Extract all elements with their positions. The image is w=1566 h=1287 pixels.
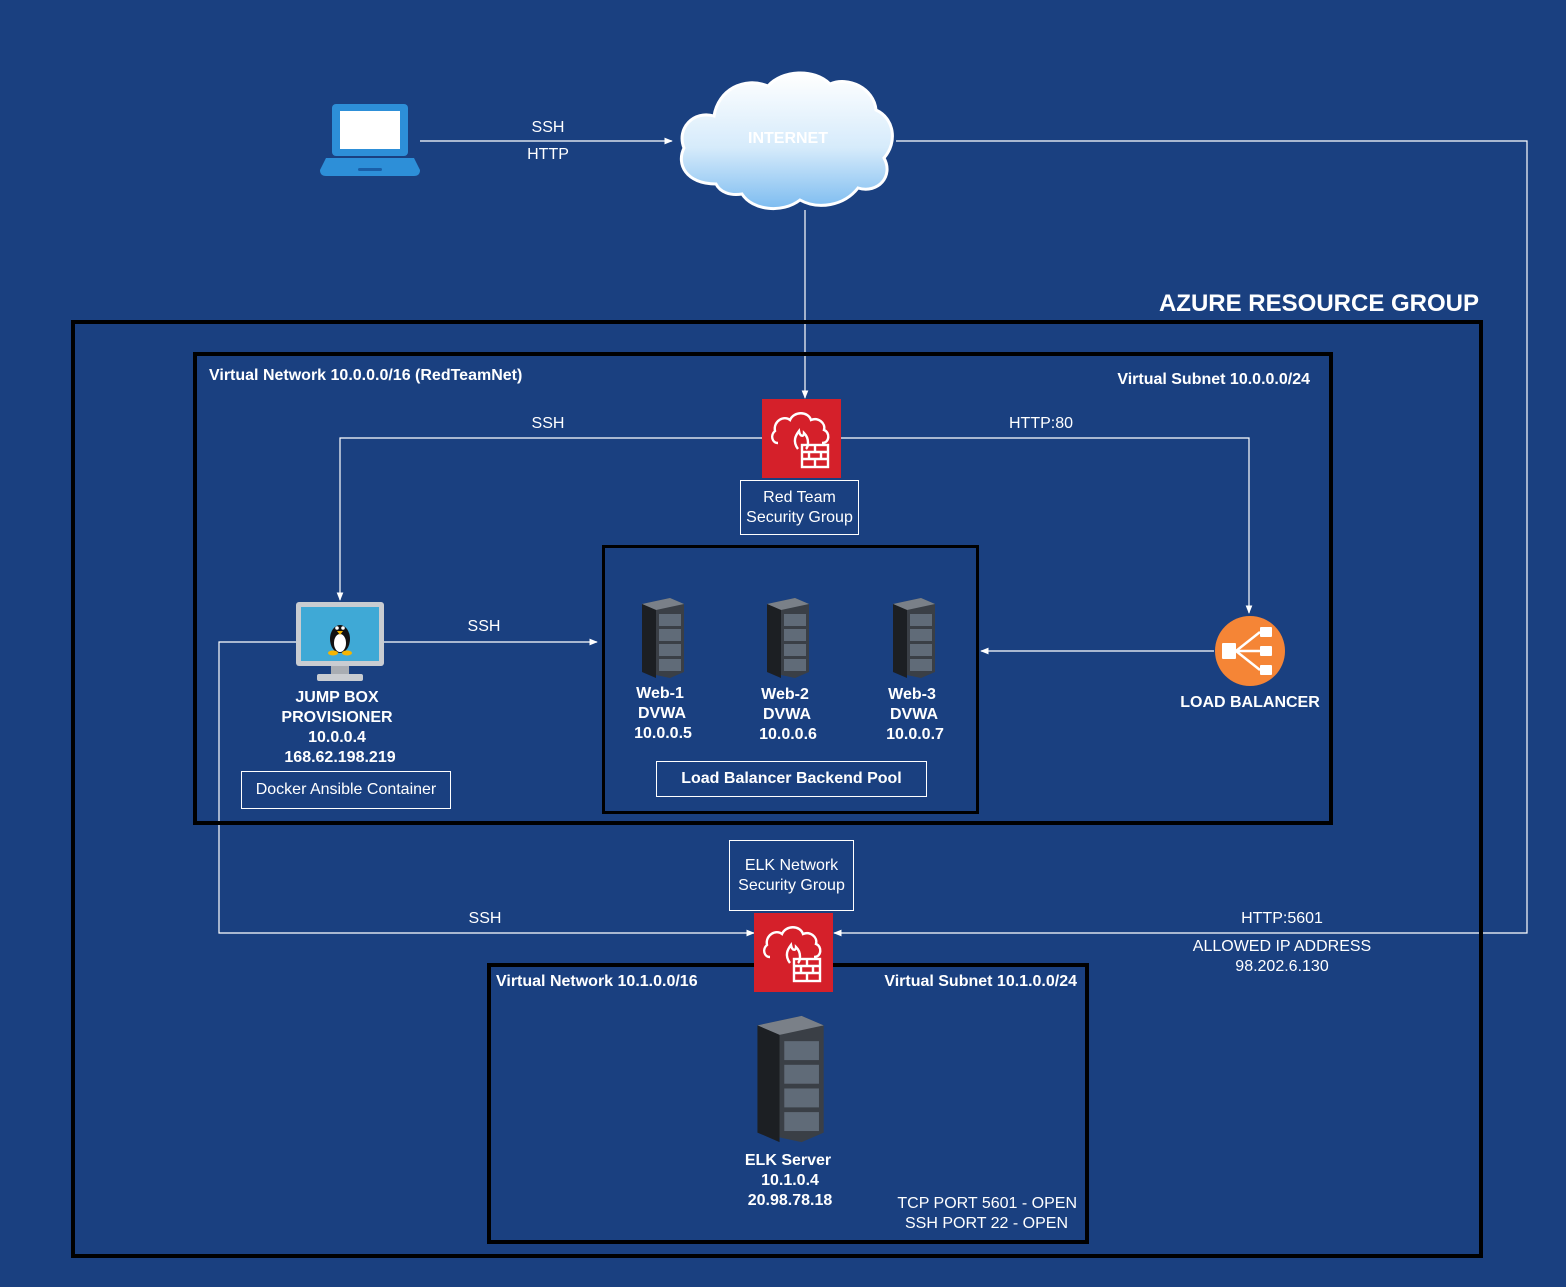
laptop-icon [320,104,420,176]
allowed-ip-line-1: ALLOWED IP ADDRESS [1192,938,1372,955]
docker-ansible-container-label: Docker Ansible Container [255,781,437,798]
server-rack-icon [757,1015,824,1143]
backend-pool-frame [602,545,979,814]
jump-box-line-2: PROVISIONER [281,709,393,726]
jump-box-line-3: 10.0.0.4 [308,729,366,746]
jumpbox-to-elk-line [218,641,755,937]
vnet1-http-label: HTTP:80 [1008,415,1074,432]
elk-server-line-2: 10.1.0.4 [761,1172,819,1189]
azure-resource-group-frame [71,320,1483,1258]
jumpbox-ssh-label: SSH [467,618,501,635]
backend-pool-label-box: Load Balancer Backend Pool [656,761,927,797]
load-balancer-icon [1215,616,1285,686]
server-rack-icon [893,598,935,678]
vnet1-subnet-label: Virtual Subnet 10.0.0.0/24 [1117,371,1310,388]
red-team-nsg-line-2: Security Group [746,508,853,526]
red-team-nsg-box: Red Team Security Group [740,480,859,535]
elk-server-line-1: ELK Server [744,1152,832,1169]
jump-box-line-1: JUMP BOX [295,689,379,706]
cloud-icon [679,71,894,211]
firewall-icon [762,399,841,478]
elk-http-label: HTTP:5601 [1241,910,1323,927]
server-rack-icon [642,598,684,678]
elk-server-line-3: 20.98.78.18 [747,1192,833,1209]
client-ssh-label: SSH [531,119,565,136]
elk-nsg-box: ELK Network Security Group [729,840,854,911]
web1-ip: 10.0.0.5 [634,725,692,742]
web3-ip: 10.0.0.7 [886,726,944,743]
allowed-ip-line-2: 98.202.6.130 [1235,958,1329,975]
backend-pool-label: Load Balancer Backend Pool [681,770,902,787]
web2-app: DVWA [763,706,811,723]
vnet2-subnet-label: Virtual Subnet 10.1.0.0/24 [884,973,1077,990]
load-balancer-label: LOAD BALANCER [1180,694,1320,711]
elk-ssh-label: SSH [468,910,502,927]
firewall-icon [754,913,833,992]
vnet2-title: Virtual Network 10.1.0.0/16 [496,973,698,990]
elk-nsg-line-2: Security Group [738,876,845,894]
resource-group-title: AZURE RESOURCE GROUP [1158,290,1479,317]
linux-monitor-icon [296,602,384,681]
web3-name: Web-3 [888,686,936,703]
internet-to-elk-line [833,140,1528,937]
elk-nsg-line-1: ELK Network [744,856,839,874]
vnet1-title: Virtual Network 10.0.0.0/16 (RedTeamNet) [209,367,523,384]
jump-box-line-4: 168.62.198.219 [284,749,396,766]
internet-label: INTERNET [748,130,828,147]
docker-ansible-container-box: Docker Ansible Container [241,771,451,809]
web1-app: DVWA [638,705,686,722]
web3-app: DVWA [890,706,938,723]
server-rack-icon [767,598,809,678]
client-http-label: HTTP [527,146,569,163]
ssh-port-label: SSH PORT 22 - OPEN [904,1215,1068,1232]
firewall-to-loadbalancer-line [840,437,1253,614]
web1-name: Web-1 [636,685,684,702]
vnet1-frame [193,352,1333,825]
web2-ip: 10.0.0.6 [759,726,817,743]
firewall-to-jumpbox-line [336,437,762,601]
web2-name: Web-2 [761,686,809,703]
red-team-nsg-line-1: Red Team [763,488,836,506]
tcp-port-label: TCP PORT 5601 - OPEN [897,1195,1077,1212]
vnet1-ssh-label: SSH [531,415,565,432]
